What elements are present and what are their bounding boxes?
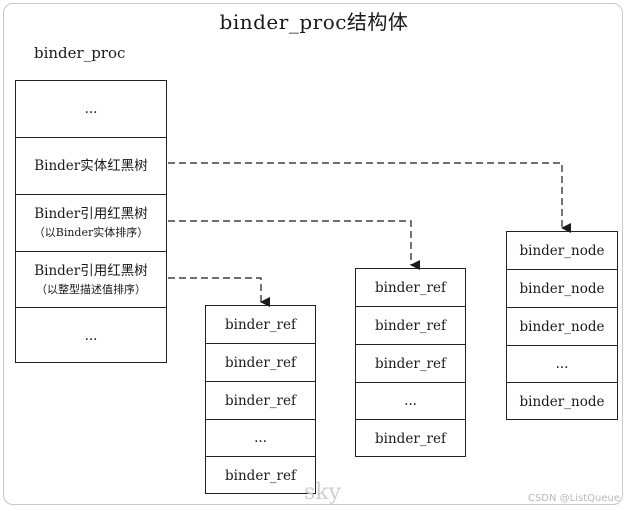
proc-cell-main: ...: [84, 327, 98, 344]
proc-cell-main: Binder引用红黑树: [34, 206, 148, 222]
proc-cell-ellipsis-bottom: ...: [16, 308, 166, 364]
binder-proc-box: ... Binder实体红黑树 Binder引用红黑树 （以Binder实体排序…: [15, 80, 167, 363]
arrow-node-tree-to-node-list: [168, 162, 571, 233]
watermark: sky: [304, 480, 342, 505]
list-item: binder_node: [507, 270, 617, 308]
proc-cell-main: Binder实体红黑树: [34, 157, 148, 174]
proc-cell-sub: （以Binder实体排序）: [33, 226, 149, 239]
list-item: binder_node: [519, 394, 605, 410]
node-list: binder_node binder_node binder_node ... …: [506, 231, 618, 420]
list-item: binder_node: [507, 232, 617, 270]
ref-list-by-desc: binder_ref binder_ref binder_ref ... bin…: [205, 305, 316, 494]
list-item: binder_ref: [206, 382, 315, 420]
list-item: ...: [206, 420, 315, 457]
proc-cell-node-tree: Binder实体红黑树: [16, 138, 166, 195]
arrow-ref-tree-to-ref-list-by-desc: [168, 277, 270, 307]
arrow-ref-tree-to-ref-list-by-node: [168, 220, 420, 270]
list-item: binder_ref: [375, 431, 446, 447]
proc-cell-ref-tree-by-desc: Binder引用红黑树 （以整型描述值排序）: [16, 252, 166, 308]
proc-cell-main: Binder引用红黑树: [34, 262, 148, 279]
list-item: binder_ref: [225, 468, 296, 484]
list-item: binder_ref: [206, 306, 315, 344]
list-item: binder_ref: [356, 345, 465, 383]
ref-list-by-node: binder_ref binder_ref binder_ref ... bin…: [355, 268, 466, 457]
diagram-frame: [3, 3, 623, 505]
credit-watermark: CSDN @ListQueue: [527, 493, 620, 504]
proc-cell-ellipsis-top: ...: [16, 81, 166, 138]
list-item: binder_ref: [356, 269, 465, 307]
diagram-title: binder_proc结构体: [219, 10, 409, 34]
list-item: ...: [356, 383, 465, 420]
binder-proc-label: binder_proc: [34, 44, 126, 62]
list-item: binder_node: [507, 308, 617, 346]
proc-cell-ref-tree-by-node: Binder引用红黑树 （以Binder实体排序）: [16, 195, 166, 252]
list-item: binder_ref: [206, 344, 315, 382]
proc-cell-main: ...: [84, 100, 98, 117]
proc-cell-sub: （以整型描述值排序）: [36, 282, 146, 296]
list-item: ...: [507, 346, 617, 383]
list-item: binder_ref: [356, 307, 465, 345]
